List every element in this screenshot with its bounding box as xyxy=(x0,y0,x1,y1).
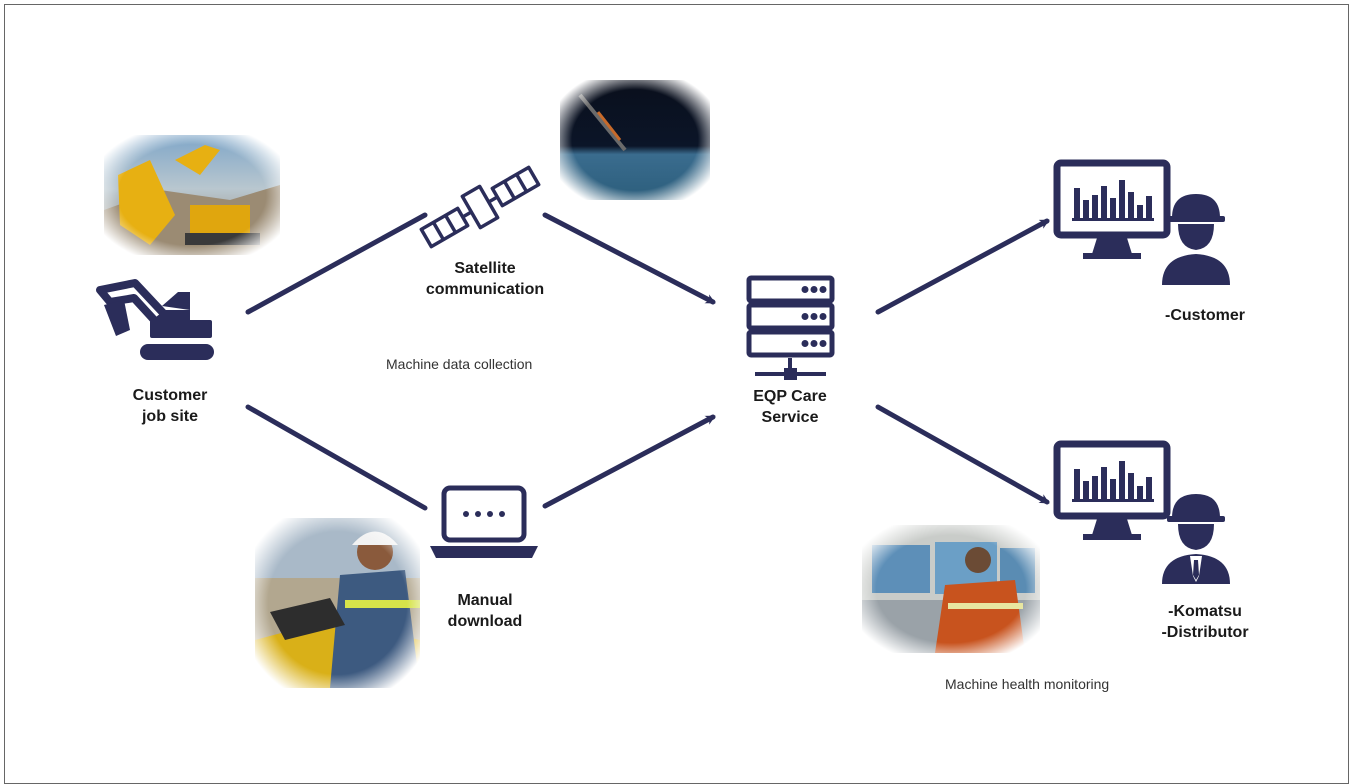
label-customer-job-site: Customer job site xyxy=(132,387,208,425)
field-worker-photo xyxy=(255,518,420,688)
server-icon xyxy=(746,275,835,380)
arrow-satellite-to-eqp xyxy=(542,212,716,305)
excavator-photo xyxy=(104,135,280,255)
operator-photo xyxy=(862,525,1040,653)
customer-worker-icon xyxy=(1162,194,1230,285)
line-site-to-satellite xyxy=(245,212,428,315)
komatsu-monitor-icon xyxy=(1053,440,1171,540)
label-manual-download: Manual download xyxy=(447,592,523,630)
caption-machine-data-collection: Machine data collection xyxy=(386,356,533,372)
label-satellite-communication: Satellite communication xyxy=(425,260,545,298)
customer-monitor-icon xyxy=(1053,159,1171,259)
caption-machine-health-monitoring: Machine health monitoring xyxy=(945,676,1110,692)
arrow-eqp-to-komatsu xyxy=(875,404,1050,505)
label-customer: -Customer xyxy=(1164,307,1245,324)
komatsu-staff-icon xyxy=(1162,494,1230,584)
satellite-icon xyxy=(419,165,541,249)
connectors xyxy=(245,212,1050,511)
label-eqp-care-service: EQP Care Service xyxy=(753,388,827,426)
excavator-icon xyxy=(96,279,214,360)
arrow-eqp-to-customer xyxy=(875,218,1050,315)
satellite-photo xyxy=(560,80,710,200)
arrow-manual-to-eqp xyxy=(542,414,716,509)
label-komatsu-distributor: -Komatsu -Distributor xyxy=(1161,603,1249,641)
line-site-to-manual xyxy=(245,404,428,511)
laptop-icon xyxy=(430,485,538,558)
